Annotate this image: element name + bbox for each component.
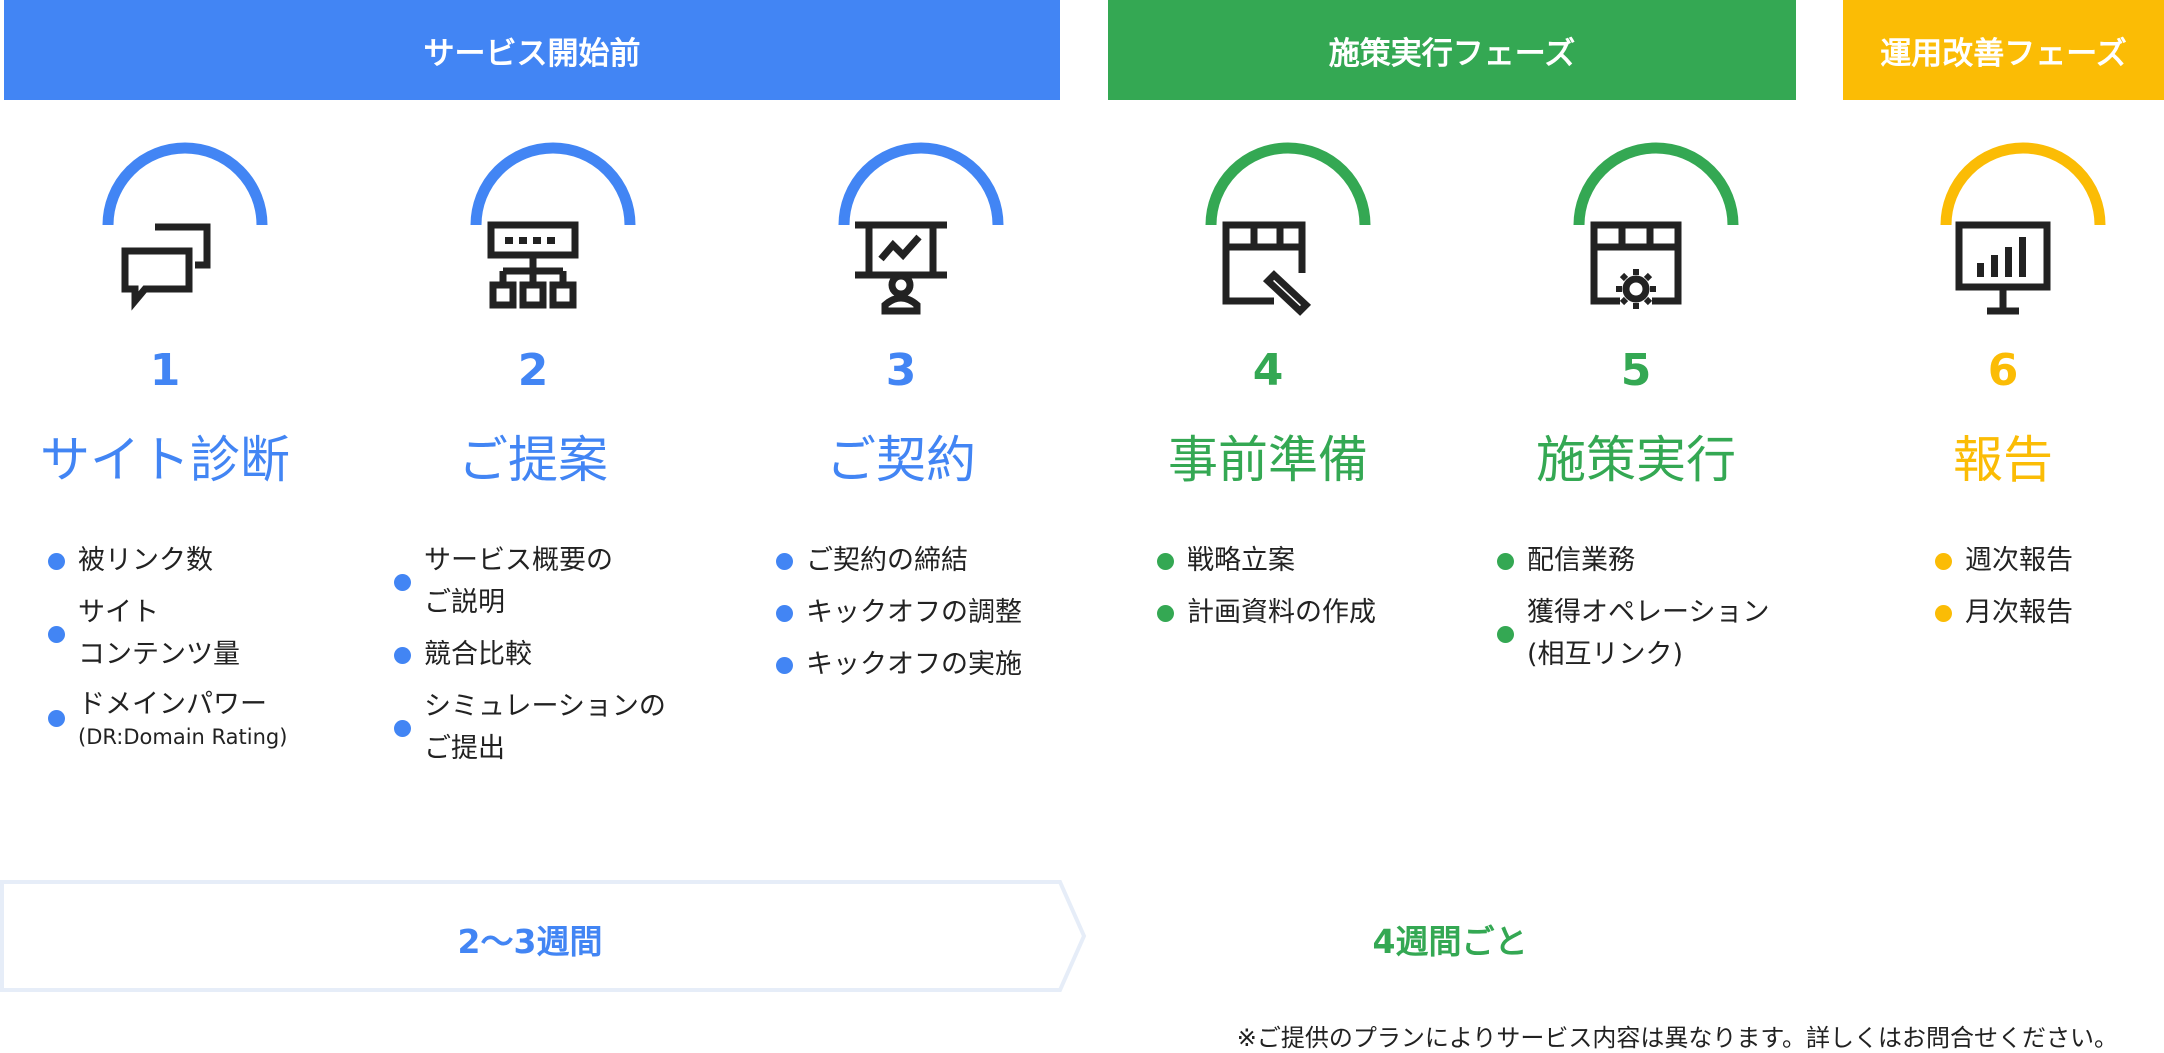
phase-header-before: サービス開始前 [4,0,1060,100]
list-item: キックオフの調整 [776,592,1022,634]
step-number: 1 [149,345,181,396]
settings-window-icon [1590,221,1682,309]
bullet-text: キックオフの調整 [806,597,1022,628]
bullet-text: キックオフの実施 [806,649,1022,680]
bullet-text: 週次報告 [1965,545,2073,576]
list-item: サービス概要のご説明 [394,540,666,624]
step-title: 事前準備 [1168,431,1368,489]
list-item: シミュレーションのご提出 [394,686,666,770]
list-item: 月次報告 [1935,592,2073,634]
bullet-text: サービス概要のご説明 [424,545,613,618]
list-item: 戦略立案 [1157,540,1376,582]
bullet-text: サイトコンテンツ量 [78,597,240,670]
org-chart-icon [487,221,579,309]
step-2-bullets: サービス概要のご説明 競合比較 シミュレーションのご提出 [394,540,666,780]
list-item: 計画資料の作成 [1157,592,1376,634]
step-number: 3 [885,345,917,396]
bullet-text: 月次報告 [1965,597,2073,628]
duration-before-label: 2〜3週間 [457,922,603,961]
step-4-bullets: 戦略立案 計画資料の作成 [1157,540,1376,644]
list-item: 獲得オペレーション(相互リンク) [1497,592,1769,676]
presentation-icon [855,221,947,315]
step-title: ご提案 [458,431,608,489]
step-6-bullets: 週次報告 月次報告 [1935,540,2073,644]
progress-arc [470,142,636,226]
list-item: 配信業務 [1497,540,1769,582]
bullet-text: 競合比較 [424,639,532,670]
step-3-bullets: ご契約の締結 キックオフの調整 キックオフの実施 [776,540,1022,696]
phase-label: 施策実行フェーズ [1328,35,1576,72]
step-number: 5 [1620,345,1652,396]
step-number: 4 [1252,345,1284,396]
bullet-text: 戦略立案 [1187,545,1295,576]
bullet-subtext: (DR:Domain Rating) [78,725,288,749]
chat-bubbles-icon [121,223,211,311]
list-item: サイトコンテンツ量 [48,592,287,676]
bullet-text: ドメインパワー [78,689,267,720]
duration-execution-label: 4週間ごと [1372,922,1528,961]
step-title: 施策実行 [1536,431,1736,489]
bullet-text: 計画資料の作成 [1187,597,1376,628]
progress-arc [1205,142,1371,226]
step-number: 6 [1987,345,2019,396]
list-item: 週次報告 [1935,540,2073,582]
bullet-text: 獲得オペレーション(相互リンク) [1527,597,1770,670]
step-title: 報告 [1953,431,2053,489]
design-edit-icon [1222,221,1312,316]
phase-label: 運用改善フェーズ [1880,35,2127,72]
list-item: ご契約の締結 [776,540,1022,582]
progress-arc [1573,142,1739,226]
progress-arc [838,142,1004,226]
step-title: ご契約 [826,431,976,489]
bullet-text: 配信業務 [1527,545,1635,576]
step-1-bullets: 被リンク数 サイトコンテンツ量 ドメインパワー (DR:Domain Rating… [48,540,287,760]
bullet-text: ご契約の締結 [806,545,968,576]
bullet-text: シミュレーションのご提出 [424,691,666,764]
timeline-arrow [0,880,1087,992]
progress-arc [1940,142,2106,226]
phase-header-execution: 施策実行フェーズ [1108,0,1796,100]
list-item: ドメインパワー (DR:Domain Rating) [48,686,287,750]
footnote: ※ご提供のプランによりサービス内容は異なります。詳しくはお問合せください。 [1236,1024,2118,1052]
step-number: 2 [517,345,549,396]
report-chart-icon [1955,221,2051,315]
list-item: 競合比較 [394,634,666,676]
progress-arc [102,142,268,226]
list-item: キックオフの実施 [776,644,1022,686]
list-item: 被リンク数 [48,540,287,582]
step-title: サイト診断 [40,431,290,489]
phase-header-improvement: 運用改善フェーズ [1843,0,2164,100]
step-5-bullets: 配信業務 獲得オペレーション(相互リンク) [1497,540,1769,686]
phase-label: サービス開始前 [423,35,641,72]
bullet-text: 被リンク数 [78,545,213,576]
